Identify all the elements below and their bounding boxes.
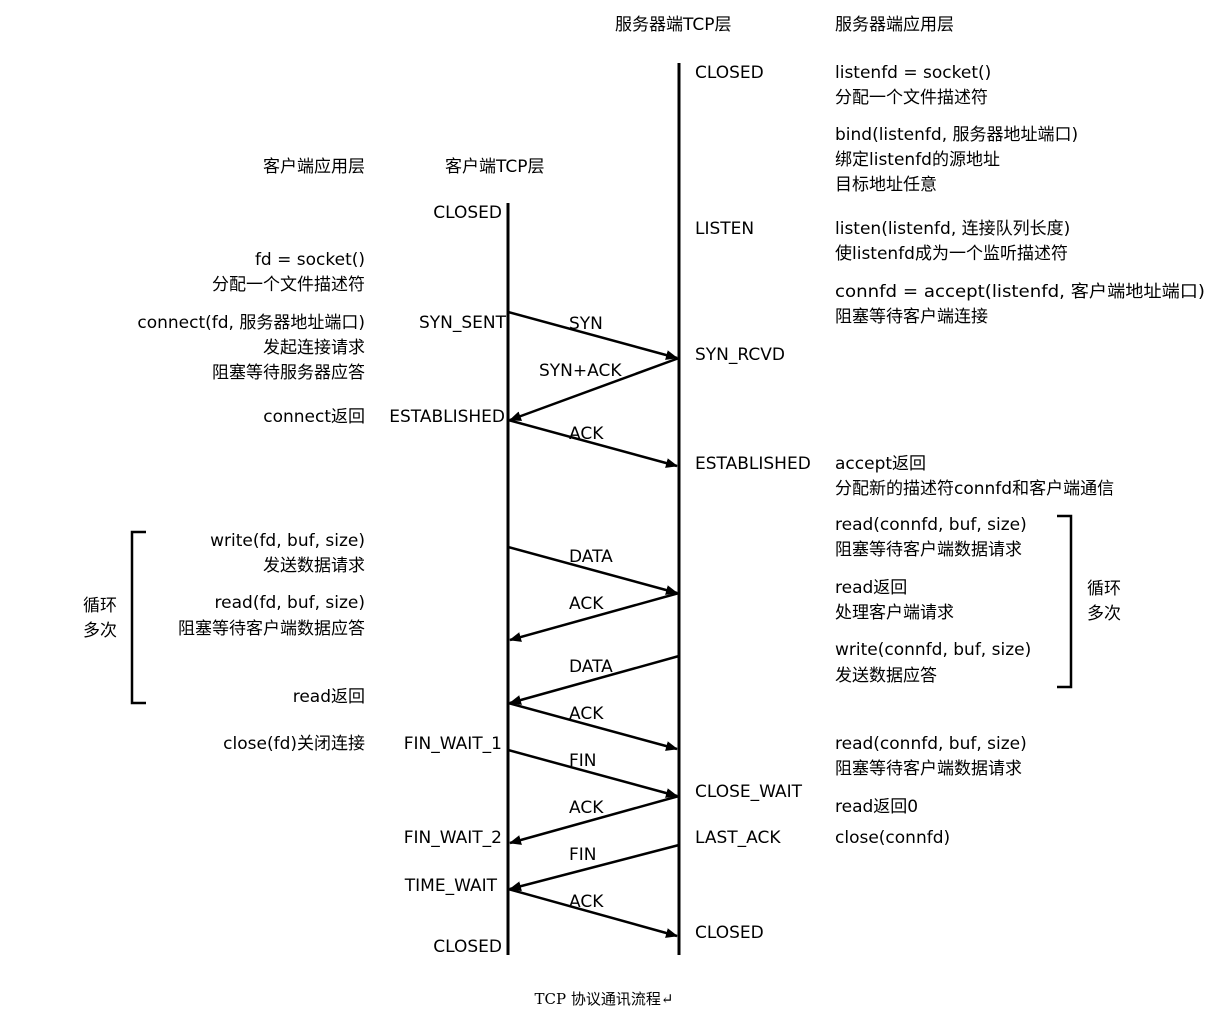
client-loop-label-1: 循环 (83, 596, 117, 616)
server-close-call: close(connfd) (835, 828, 950, 848)
client-write-call: write(fd, buf, size) (210, 531, 365, 551)
server-read-call: read(connfd, buf, size) (835, 515, 1027, 535)
client-connect-call: connect(fd, 服务器地址端口) (137, 313, 365, 333)
client-socket-call: fd = socket() (255, 250, 365, 270)
server-state-last-ack: LAST_ACK (695, 828, 781, 848)
client-close-call: close(fd)关闭连接 (223, 734, 365, 754)
server-read-call-2: read(connfd, buf, size) (835, 734, 1027, 754)
server-read-desc-2: 阻塞等待客户端数据请求 (835, 759, 1022, 779)
server-socket-desc: 分配一个文件描述符 (835, 88, 988, 108)
server-write-call: write(connfd, buf, size) (835, 640, 1031, 660)
msg-fin-2: FIN (569, 845, 597, 865)
tcp-flow-diagram: 服务器端TCP层 服务器端应用层 客户端应用层 客户端TCP层 CLOSED S… (83, 15, 1205, 957)
client-state-fin-wait-1: FIN_WAIT_1 (404, 734, 502, 754)
client-state-closed-bottom: CLOSED (433, 937, 502, 957)
server-loop-bracket (1057, 514, 1073, 689)
msg-ack-4: ACK (569, 798, 604, 818)
client-connect-desc1: 发起连接请求 (263, 338, 365, 358)
server-read-return: read返回 (835, 578, 907, 598)
client-read-return: read返回 (293, 687, 365, 707)
client-state-fin-wait-2: FIN_WAIT_2 (404, 828, 502, 848)
client-write-desc: 发送数据请求 (263, 556, 365, 576)
client-loop-bracket (130, 530, 146, 705)
msg-data-2: DATA (569, 657, 613, 677)
server-bind-call: bind(listenfd, 服务器地址端口) (835, 125, 1078, 145)
server-state-closed-top: CLOSED (695, 63, 764, 83)
server-read-desc: 阻塞等待客户端数据请求 (835, 540, 1022, 560)
client-loop-label-2: 多次 (83, 621, 117, 641)
figure-caption: TCP 协议通讯流程↵ (534, 990, 674, 1008)
msg-syn-ack: SYN+ACK (539, 361, 622, 381)
server-loop-label-1: 循环 (1087, 579, 1121, 599)
arrow-ack-4 (509, 794, 680, 845)
server-bind-desc2: 目标地址任意 (835, 175, 937, 195)
header-client-tcp: 客户端TCP层 (445, 157, 545, 177)
arrow-syn (507, 310, 678, 360)
server-read-return-0: read返回0 (835, 797, 918, 817)
client-state-closed-top: CLOSED (433, 203, 502, 223)
arrow-ack-5 (507, 887, 678, 938)
server-listen-call: listen(listenfd, 连接队列长度) (835, 219, 1070, 239)
server-listen-desc: 使listenfd成为一个监听描述符 (835, 243, 1068, 264)
arrow-fin-1 (507, 748, 678, 798)
server-state-close-wait: CLOSE_WAIT (695, 782, 803, 802)
msg-syn: SYN (569, 314, 603, 334)
server-bind-desc1: 绑定listenfd的源地址 (835, 150, 1000, 170)
server-state-syn-rcvd: SYN_RCVD (695, 345, 785, 365)
arrow-data-2 (509, 654, 680, 705)
arrow-ack-1 (507, 418, 678, 468)
server-socket-call: listenfd = socket() (835, 63, 991, 83)
header-server-app: 服务器端应用层 (835, 15, 954, 35)
msg-ack-3: ACK (569, 704, 604, 724)
client-socket-desc: 分配一个文件描述符 (212, 275, 365, 295)
arrow-fin-2 (509, 843, 680, 892)
server-state-established: ESTABLISHED (695, 454, 811, 474)
server-accept-return: accept返回 (835, 454, 926, 474)
arrow-ack-3 (507, 701, 678, 751)
client-state-established: ESTABLISHED (389, 407, 505, 427)
server-accept-desc: 阻塞等待客户端连接 (835, 307, 988, 327)
server-read-return-desc: 处理客户端请求 (835, 603, 954, 623)
client-connect-desc2: 阻塞等待服务器应答 (212, 363, 365, 383)
server-state-listen: LISTEN (695, 219, 754, 239)
server-accept-call: connfd = accept(listenfd, 客户端地址端口) (835, 282, 1205, 302)
header-server-tcp: 服务器端TCP层 (615, 15, 732, 35)
client-connect-return: connect返回 (263, 407, 365, 427)
server-accept-return-desc: 分配新的描述符connfd和客户端通信 (835, 479, 1114, 499)
arrow-ack-2 (509, 591, 680, 642)
client-state-time-wait: TIME_WAIT (404, 876, 498, 896)
server-write-desc: 发送数据应答 (835, 666, 937, 686)
server-loop-label-2: 多次 (1087, 604, 1121, 624)
msg-ack-2: ACK (569, 594, 604, 614)
arrow-syn-ack (509, 356, 680, 422)
msg-fin-1: FIN (569, 751, 597, 771)
msg-ack-5: ACK (569, 892, 604, 912)
msg-ack-1: ACK (569, 424, 604, 444)
server-state-closed-bottom: CLOSED (695, 923, 764, 943)
msg-data-1: DATA (569, 547, 613, 567)
client-read-call: read(fd, buf, size) (215, 593, 365, 613)
client-read-desc: 阻塞等待客户端数据应答 (178, 619, 365, 639)
header-client-app: 客户端应用层 (263, 157, 365, 177)
arrow-data-1 (507, 545, 678, 595)
client-state-syn-sent: SYN_SENT (419, 313, 507, 333)
